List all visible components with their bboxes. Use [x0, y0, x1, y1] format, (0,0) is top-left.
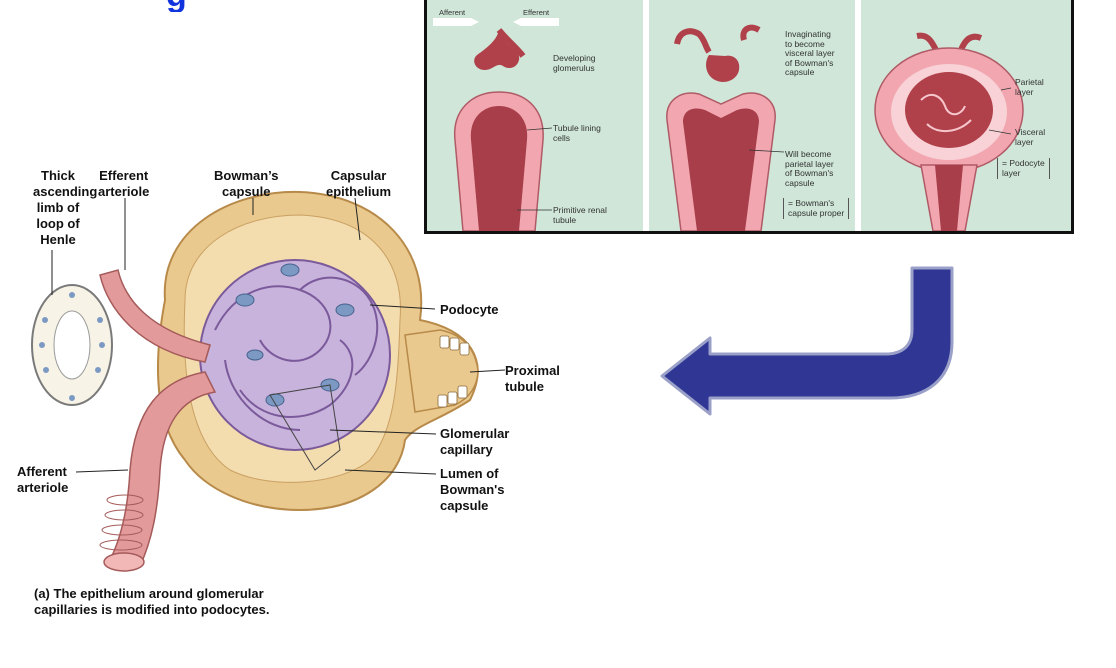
- leader-lines: [51, 197, 506, 475]
- proximal-tubule-cells: [437, 335, 470, 408]
- inset-label-developing-glomerulus: Developing glomerulus: [553, 53, 596, 73]
- inset-label-bowmans-capsule-proper: = Bowman's capsule proper: [783, 198, 850, 219]
- panel1-drawing: [433, 18, 559, 231]
- inset-label-invaginating: Invaginating to become visceral layer of…: [785, 29, 835, 77]
- label-afferent-arteriole: Afferent arteriole: [17, 464, 69, 495]
- heading-fragment-text: g: [166, 0, 187, 12]
- figure-caption: (a) The epithelium around glomerular cap…: [34, 586, 270, 618]
- label-glomerular-capillary: Glomerular capillary: [440, 426, 510, 457]
- label-efferent-arteriole: Efferent arteriole: [98, 168, 150, 199]
- curved-arrow-icon: [660, 266, 954, 416]
- label-thick-ascending-limb: Thick ascending limb of loop of Henle: [33, 168, 98, 247]
- label-proximal-tubule: Proximal tubule: [505, 363, 560, 394]
- caption-marker: (a): [34, 586, 50, 601]
- inset-label-parietal-layer: Parietal layer: [1015, 77, 1044, 97]
- caption-text: The epithelium around glomerular capilla…: [34, 586, 270, 617]
- panel3-drawing: [874, 32, 1024, 231]
- development-inset: Afferent Efferent Developing glomerulus …: [424, 0, 1074, 234]
- afferent-arteriole-rings: [99, 494, 144, 551]
- inset-label-afferent: Afferent: [439, 8, 466, 17]
- curved-arrow: [660, 266, 954, 416]
- inset-label-tubule-lining-cells: Tubule lining cells: [553, 123, 601, 143]
- label-capsular-epithelium: Capsular epithelium: [326, 168, 392, 199]
- label-podocyte: Podocyte: [440, 302, 499, 317]
- inset-label-podocyte-layer: = Podocyte layer: [997, 158, 1050, 179]
- inset-label-visceral-layer: Visceral layer: [1015, 127, 1046, 147]
- inset-label-will-become-parietal: Will become parietal layer of Bowman's c…: [785, 149, 834, 188]
- limb-cell-nuclei: [39, 292, 105, 401]
- panel2-drawing: [666, 24, 785, 231]
- inset-label-primitive-renal-tubule: Primitive renal tubule: [553, 205, 607, 225]
- label-bowmans-capsule: Bowman’s capsule: [214, 168, 279, 199]
- inset-drawings: [433, 18, 1024, 231]
- page-heading-fragment: g: [120, 0, 200, 12]
- label-lumen-of-bowmans-capsule: Lumen of Bowman's capsule: [440, 466, 505, 513]
- inset-label-efferent: Efferent: [523, 8, 550, 17]
- efferent-arteriole-shape: [99, 269, 211, 363]
- renal-corpuscle-illustration: [31, 190, 506, 572]
- capillary-loops: [214, 276, 379, 431]
